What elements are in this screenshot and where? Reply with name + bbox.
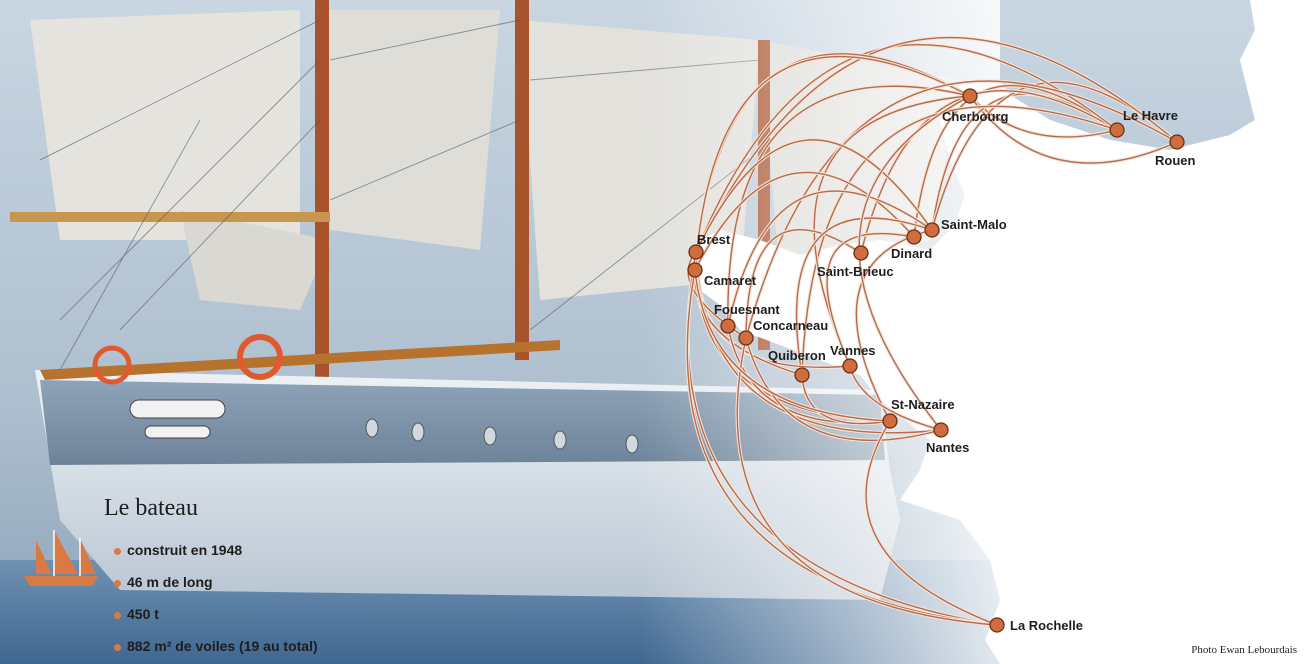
port-marker-nantes[interactable] <box>933 422 949 438</box>
info-title: Le bateau <box>104 495 198 521</box>
port-marker-saint-malo[interactable] <box>924 222 940 238</box>
route-line <box>695 44 1118 253</box>
photo-credit: Photo Ewan Lebourdais <box>1191 644 1297 656</box>
port-label-rouen: Rouen <box>1155 153 1196 168</box>
route-line <box>969 95 1178 164</box>
port-marker-rouen[interactable] <box>1169 134 1185 150</box>
route-line <box>695 139 933 253</box>
route-line <box>865 420 998 626</box>
route-line <box>855 229 933 422</box>
route-line <box>727 190 933 327</box>
port-label-nantes: Nantes <box>926 440 970 455</box>
route-line <box>858 95 971 431</box>
port-label-camaret: Camaret <box>704 273 757 288</box>
route-line <box>736 337 998 626</box>
route-line <box>694 171 915 271</box>
port-label-dinard: Dinard <box>891 246 933 261</box>
port-label-brest: Brest <box>697 232 731 247</box>
route-line <box>745 337 942 442</box>
bullet-dot <box>114 579 121 587</box>
port-label-saint-brieuc: Saint-Brieuc <box>817 264 894 279</box>
port-markers <box>687 88 1185 633</box>
route-line <box>695 36 1178 253</box>
route-line <box>860 89 1118 254</box>
port-label-concarneau: Concarneau <box>753 318 829 333</box>
info-fact-built: construit en 1948 <box>114 542 242 558</box>
route-line <box>745 228 862 339</box>
coastline <box>690 0 1307 664</box>
bullet-dot <box>114 611 121 619</box>
route-line <box>745 80 1178 339</box>
port-label-le-havre: Le Havre <box>1123 108 1178 123</box>
port-label-saint-malo: Saint-Malo <box>941 217 1007 232</box>
info-fact-sails: 882 m² de voiles (19 au total) <box>114 638 318 654</box>
route-line <box>801 374 891 425</box>
route-line <box>694 55 971 271</box>
bullet-dot <box>114 547 121 555</box>
route-line <box>801 105 1118 376</box>
port-marker-le-havre[interactable] <box>1109 122 1125 138</box>
info-fact-weight: 450 t <box>114 606 159 622</box>
port-marker-fouesnant[interactable] <box>720 318 736 334</box>
route-line <box>694 269 891 422</box>
port-marker-la-rochelle[interactable] <box>989 617 1005 633</box>
port-label-la-rochelle: La Rochelle <box>1010 618 1083 633</box>
port-marker-camaret[interactable] <box>687 262 703 278</box>
port-label-vannes: Vannes <box>830 343 876 358</box>
port-marker-quiberon[interactable] <box>794 367 810 383</box>
port-label-st-nazaire: St-Nazaire <box>891 397 955 412</box>
route-line <box>727 85 971 327</box>
port-marker-st-nazaire[interactable] <box>882 413 898 429</box>
route-line <box>826 232 915 367</box>
route-lines <box>685 35 1179 627</box>
route-line <box>849 365 942 431</box>
route-line <box>795 217 933 376</box>
bullet-dot <box>114 643 121 651</box>
port-marker-cherbourg[interactable] <box>962 88 978 104</box>
port-marker-saint-brieuc[interactable] <box>853 245 869 261</box>
port-label-quiberon: Quiberon <box>768 348 826 363</box>
port-marker-vannes[interactable] <box>842 358 858 374</box>
port-label-cherbourg: Cherbourg <box>942 109 1009 124</box>
sailboat-icon <box>24 530 98 586</box>
info-fact-length: 46 m de long <box>114 574 213 590</box>
port-marker-brest[interactable] <box>688 244 704 260</box>
port-label-fouesnant: Fouesnant <box>714 302 780 317</box>
port-marker-dinard[interactable] <box>906 229 922 245</box>
route-line <box>686 269 998 626</box>
port-marker-concarneau[interactable] <box>738 330 754 346</box>
